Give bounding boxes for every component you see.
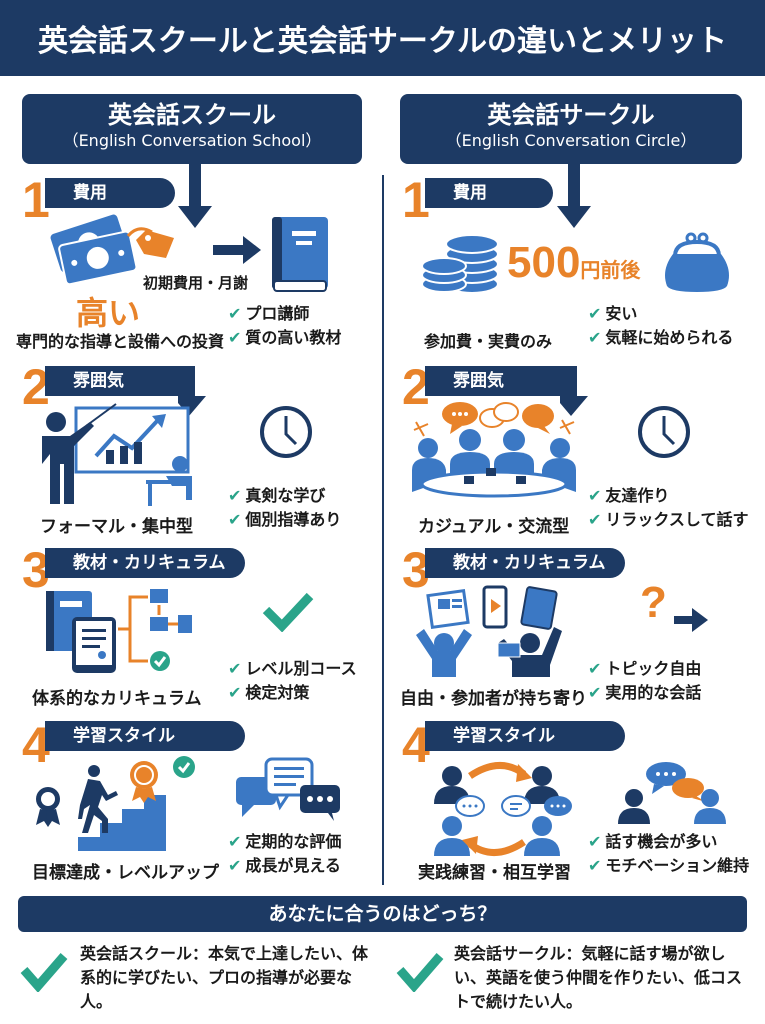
section-caption: 参加費・実費のみ (424, 332, 553, 351)
checkmark-icon (396, 953, 444, 992)
check-icon: ✔ (588, 510, 602, 529)
check-item: ✔トピック自由 (588, 657, 701, 681)
section-heading: 教材・カリキュラム (45, 548, 245, 578)
check-item: ✔友達作り (588, 484, 748, 508)
check-list: ✔真剣な学び ✔個別指導あり (228, 484, 341, 532)
check-icon: ✔ (588, 304, 602, 323)
price-value: 500円前後 (507, 238, 641, 287)
check-item: ✔気軽に始められる (588, 326, 733, 350)
circle-subtitle: （English Conversation Circle） (445, 131, 697, 150)
price-level: 高い (76, 294, 141, 332)
check-item: ✔質の高い教材 (228, 326, 341, 350)
section-heading: 学習スタイル (45, 721, 245, 751)
check-list: ✔話す機会が多い ✔モチベーション維持 (588, 830, 749, 878)
section-caption: 自由・参加者が持ち寄り (400, 689, 587, 709)
check-list: ✔安い ✔気軽に始められる (588, 302, 733, 350)
curriculum-flow-icon (46, 589, 192, 673)
check-item: ✔リラックスして話す (588, 508, 748, 532)
school-title: 英会話スクール (108, 101, 276, 129)
check-list: ✔プロ講師 ✔質の高い教材 (228, 302, 341, 350)
bring-materials-icon (416, 585, 562, 677)
section-caption: 専門的な指導と設備への投資 (16, 332, 225, 351)
check-icon: ✔ (588, 856, 602, 875)
checkmark-icon (262, 592, 314, 632)
check-list: ✔トピック自由 ✔実用的な会話 (588, 657, 701, 705)
check-list: ✔定期的な評価 ✔成長が見える (228, 830, 341, 878)
check-icon: ✔ (228, 683, 242, 702)
check-icon: ✔ (228, 856, 242, 875)
check-item: ✔検定対策 (228, 681, 357, 705)
section-caption: 目標達成・レベルアップ (32, 863, 219, 883)
peer-exchange-icon (434, 762, 572, 856)
check-item: ✔プロ講師 (228, 302, 341, 326)
arrow-down-icon (557, 162, 591, 228)
arrow-down-icon (178, 162, 212, 228)
check-icon: ✔ (588, 659, 602, 678)
school-subtitle: （English Conversation School） (62, 131, 322, 150)
check-item: ✔真剣な学び (228, 484, 341, 508)
check-item: ✔安い (588, 302, 733, 326)
clock-icon (638, 406, 690, 458)
school-header: 英会話スクール （English Conversation School） (22, 94, 362, 164)
check-item: ✔話す機会が多い (588, 830, 749, 854)
title-bar: 英会話スクールと英会話サークルの違いとメリット (0, 0, 765, 76)
stairs-achievement-icon (36, 756, 195, 851)
check-item: ✔成長が見える (228, 854, 341, 878)
section-caption: 実践練習・相互学習 (418, 863, 571, 883)
book-icon (272, 217, 328, 292)
check-item: ✔実用的な会話 (588, 681, 701, 705)
check-icon: ✔ (228, 304, 242, 323)
section-heading: 雰囲気 (425, 366, 577, 396)
arrow-right-icon (213, 236, 261, 264)
check-icon: ✔ (588, 683, 602, 702)
check-item: ✔定期的な評価 (228, 830, 341, 854)
school-recommendation: 英会話スクール：本気で上達したい、体系的に学びたい、プロの指導が必要な人。 (80, 944, 369, 1011)
check-icon: ✔ (588, 328, 602, 347)
check-item: ✔個別指導あり (228, 508, 341, 532)
section-heading: 費用 (45, 178, 175, 208)
section-heading: 費用 (425, 178, 553, 208)
recommendation-header: あなたに合うのはどっち？ (18, 896, 747, 932)
conversation-icon (618, 762, 726, 824)
check-list: ✔レベル別コース ✔検定対策 (228, 657, 357, 705)
circle-recommendation: 英会話サークル：気軽に話す場が欲しい、英語を使う仲間を作りたい、低コストで続けた… (454, 944, 743, 1011)
price-label: 初期費用・月謝 (143, 274, 249, 292)
check-icon: ✔ (228, 832, 242, 851)
feedback-bubbles-icon (236, 757, 340, 821)
check-icon: ✔ (228, 328, 242, 347)
section-heading: 雰囲気 (45, 366, 195, 396)
check-icon: ✔ (588, 832, 602, 851)
coin-purse-icon (665, 232, 729, 292)
page-title: 英会話スクールと英会話サークルの違いとメリット (37, 24, 728, 59)
checkmark-icon (20, 953, 68, 992)
check-item: ✔レベル別コース (228, 657, 357, 681)
section-heading: 教材・カリキュラム (425, 548, 625, 578)
circle-title: 英会話サークル (487, 101, 655, 129)
check-icon: ✔ (588, 486, 602, 505)
check-item: ✔モチベーション維持 (588, 854, 749, 878)
group-chat-table-icon (412, 402, 576, 498)
check-icon: ✔ (228, 659, 242, 678)
section-caption: フォーマル・集中型 (40, 517, 193, 537)
money-tag-icon (50, 214, 174, 286)
check-icon: ✔ (228, 486, 242, 505)
column-divider (382, 175, 384, 885)
arrow-down-icon (560, 366, 588, 416)
question-mark-icon: ? (640, 578, 667, 627)
section-caption: カジュアル・交流型 (418, 517, 570, 537)
check-list: ✔友達作り ✔リラックスして話す (588, 484, 748, 532)
arrow-right-icon (674, 608, 708, 632)
circle-header: 英会話サークル （English Conversation Circle） (400, 94, 742, 164)
clock-icon (260, 406, 312, 458)
section-caption: 体系的なカリキュラム (32, 689, 202, 709)
section-heading: 学習スタイル (425, 721, 625, 751)
coins-icon (421, 234, 499, 294)
check-icon: ✔ (228, 510, 242, 529)
teacher-whiteboard-icon (42, 403, 192, 506)
